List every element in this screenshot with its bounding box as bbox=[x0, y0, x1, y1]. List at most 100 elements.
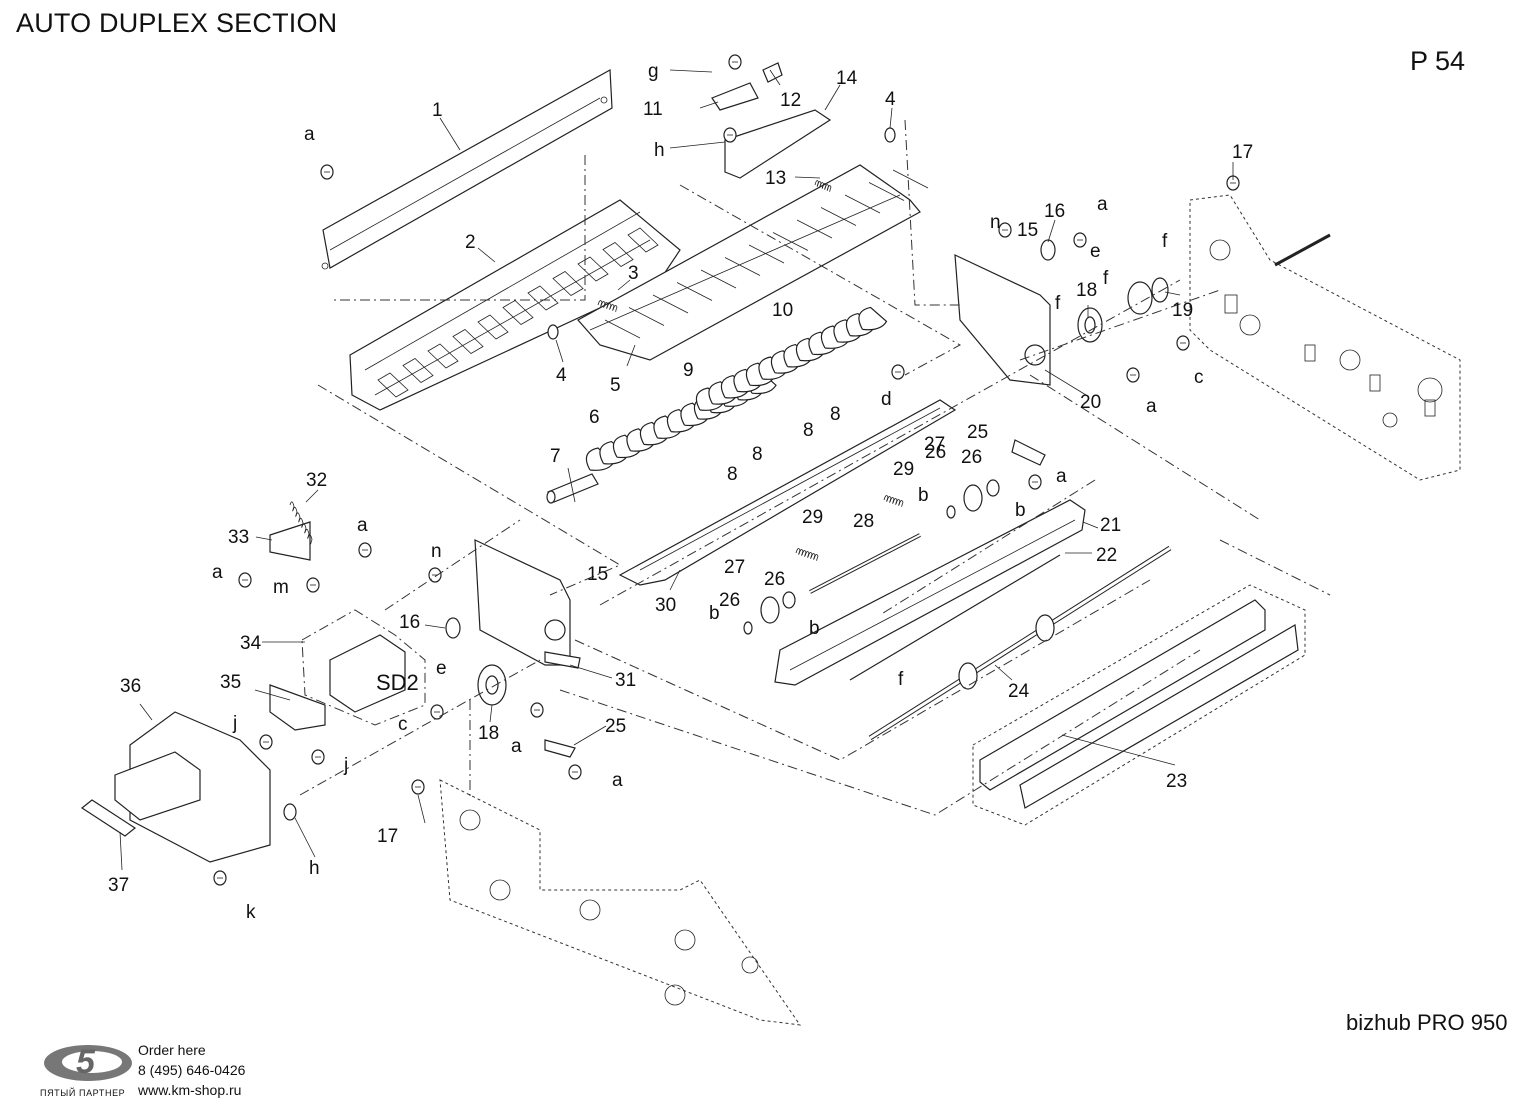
fastener-c: c bbox=[398, 714, 408, 735]
part-33-bracket bbox=[269, 521, 311, 561]
callout-4: 4 bbox=[556, 365, 567, 386]
order-phone[interactable]: 8 (495) 646-0426 bbox=[138, 1062, 246, 1078]
callout-34: 34 bbox=[240, 633, 262, 654]
callout-18: 18 bbox=[478, 723, 499, 744]
part-7-shaft bbox=[546, 473, 599, 504]
callout-3: 3 bbox=[628, 263, 639, 284]
callout-19: 19 bbox=[1172, 300, 1193, 321]
fastener-e: e bbox=[436, 658, 447, 679]
part-9-roller-assembly bbox=[695, 306, 888, 411]
callout-27: 27 bbox=[924, 434, 945, 455]
part-5-guide-plate bbox=[577, 164, 929, 361]
part-23-frame bbox=[972, 584, 1306, 826]
callout-17: 17 bbox=[377, 826, 398, 847]
callout-24: 24 bbox=[1008, 681, 1030, 702]
callout-5: 5 bbox=[610, 375, 621, 396]
callout-26: 26 bbox=[719, 590, 740, 611]
callout-27: 27 bbox=[724, 557, 745, 578]
callout-14: 14 bbox=[836, 68, 858, 89]
callout-2: 2 bbox=[465, 232, 476, 253]
part-22-plate bbox=[849, 554, 1061, 681]
fastener-b: b bbox=[809, 618, 820, 639]
callout-32: 32 bbox=[306, 470, 327, 491]
callout-11: 11 bbox=[643, 99, 663, 120]
fastener-a: a bbox=[1146, 396, 1157, 417]
part-26-27-bearings bbox=[743, 479, 1000, 635]
page-title: AUTO DUPLEX SECTION bbox=[16, 8, 338, 38]
callout-28: 28 bbox=[853, 511, 874, 532]
fastener-m: m bbox=[273, 577, 289, 598]
fastener-a: a bbox=[1056, 466, 1067, 487]
callout-10: 10 bbox=[772, 300, 793, 321]
fastener-b: b bbox=[1015, 500, 1026, 521]
fastener-b: b bbox=[709, 603, 720, 624]
fastener-a: a bbox=[357, 515, 368, 536]
fastener-j: j bbox=[343, 755, 348, 776]
part-1-bracket bbox=[321, 69, 613, 270]
callout-29: 29 bbox=[893, 459, 914, 480]
callout-35: 35 bbox=[220, 672, 241, 693]
callout-21: 21 bbox=[1100, 515, 1121, 536]
callout-12: 12 bbox=[780, 90, 801, 111]
callout-37: 37 bbox=[108, 875, 129, 896]
callout-8: 8 bbox=[752, 444, 763, 465]
order-website-link[interactable]: www.km-shop.ru bbox=[138, 1082, 242, 1098]
callout-25: 25 bbox=[967, 422, 988, 443]
part-37-label bbox=[80, 799, 137, 837]
solenoid-sd2-label: SD2 bbox=[376, 670, 419, 695]
callout-16: 16 bbox=[1044, 201, 1065, 222]
fastener-f: f bbox=[898, 669, 904, 690]
svg-text:5: 5 bbox=[76, 1043, 96, 1081]
order-heading: Order here bbox=[138, 1042, 206, 1058]
callout-17: 17 bbox=[1232, 142, 1253, 163]
fastener-j: j bbox=[232, 713, 237, 734]
callout-4: 4 bbox=[885, 89, 896, 110]
part-12-pad bbox=[762, 62, 783, 83]
callout-13: 13 bbox=[765, 168, 786, 189]
part-21-frame bbox=[774, 499, 1086, 686]
part-19-gear bbox=[1127, 277, 1169, 315]
part-25-spring-plate bbox=[544, 739, 576, 758]
model-name: bizhub PRO 950 bbox=[1346, 1010, 1508, 1035]
fastener-g: g bbox=[648, 61, 659, 82]
part-20-bracket bbox=[954, 254, 1051, 386]
washers bbox=[283, 127, 1056, 821]
callout-26: 26 bbox=[925, 442, 946, 463]
fastener-f: f bbox=[1103, 268, 1109, 289]
part-30-guide bbox=[618, 399, 957, 586]
fastener-h: h bbox=[309, 858, 320, 879]
callout-8: 8 bbox=[727, 464, 738, 485]
order-info: Order here 8 (495) 646-0426 www.km-shop.… bbox=[138, 1040, 245, 1100]
leader-lines bbox=[119, 69, 1234, 871]
callout-16: 16 bbox=[399, 612, 420, 633]
part-11-bracket bbox=[711, 82, 759, 111]
callout-18: 18 bbox=[1076, 280, 1097, 301]
logo-caption: ПЯТЫЙ ПАРТНЕР bbox=[40, 1088, 126, 1098]
callout-8: 8 bbox=[830, 404, 841, 425]
callout-26: 26 bbox=[961, 447, 982, 468]
fastener-h: h bbox=[654, 140, 665, 161]
part-35-bracket bbox=[269, 684, 326, 731]
footer-contact: 5 ПЯТЫЙ ПАРТНЕР Order here 8 (495) 646-0… bbox=[40, 1038, 280, 1100]
fastener-n: n bbox=[431, 541, 442, 562]
part-36-cover bbox=[114, 711, 271, 863]
callout-6: 6 bbox=[589, 407, 600, 428]
callout-36: 36 bbox=[120, 676, 141, 697]
callout-30: 30 bbox=[655, 595, 676, 616]
callout-9: 9 bbox=[683, 360, 694, 381]
fastener-c: c bbox=[1194, 367, 1204, 388]
callout-29: 29 bbox=[802, 507, 823, 528]
callout-26: 26 bbox=[764, 569, 785, 590]
rear-frame-left bbox=[439, 539, 802, 1026]
callout-1: 1 bbox=[432, 100, 443, 121]
callout-15: 15 bbox=[587, 564, 608, 585]
rear-frame-right bbox=[1189, 194, 1461, 481]
page-number: P 54 bbox=[1410, 46, 1466, 76]
part-25-spring-plate bbox=[1011, 439, 1046, 466]
fastener-k: k bbox=[246, 902, 256, 923]
fastener-a: a bbox=[511, 736, 522, 757]
fastener-screws bbox=[213, 54, 1240, 886]
fastener-a: a bbox=[304, 124, 315, 145]
callout-22: 22 bbox=[1096, 545, 1117, 566]
